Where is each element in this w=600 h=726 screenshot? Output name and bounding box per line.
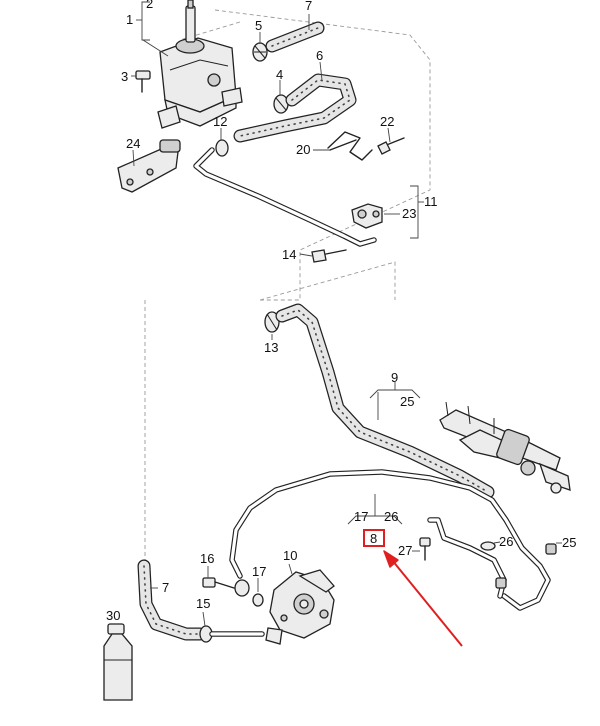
seal-ring-17[interactable]: [234, 579, 264, 607]
bolt-27[interactable]: [419, 537, 431, 561]
callout-14: 14: [282, 247, 296, 262]
callout-1: 1: [126, 12, 133, 27]
clamp-4[interactable]: [273, 94, 289, 114]
callout-7-upper: 7: [305, 0, 312, 13]
clamp-12[interactable]: [215, 139, 229, 157]
hose-7-lower[interactable]: [137, 559, 207, 641]
callout-15: 15: [196, 596, 210, 611]
hose-7-upper[interactable]: [265, 21, 325, 53]
callout-30: 30: [106, 608, 120, 623]
callout-25-upper: 25: [400, 394, 414, 409]
callout-27: 27: [398, 543, 412, 558]
callout-17-upper: 17: [354, 509, 368, 524]
clamp-13[interactable]: [264, 311, 280, 333]
callout-3: 3: [121, 69, 128, 84]
bolt-16[interactable]: [202, 577, 235, 589]
callout-26-upper: 26: [384, 509, 398, 524]
callout-6: 6: [316, 48, 323, 63]
callout-5: 5: [255, 18, 262, 33]
fluid-bottle-30[interactable]: [103, 623, 133, 701]
callout-9: 9: [391, 370, 398, 385]
callout-labels: 1 2 3 5 7 6 4 12 22 24 20 11 23 14 13 9 …: [106, 0, 576, 623]
callout-13: 13: [264, 340, 278, 355]
clip-20[interactable]: [327, 131, 373, 161]
steering-rack[interactable]: [439, 401, 571, 494]
callout-2: 2: [146, 0, 153, 11]
callout-24: 24: [126, 136, 140, 151]
hose-6[interactable]: [233, 73, 357, 143]
pressure-pipe-8[interactable]: [229, 469, 557, 611]
callout-8-highlight-box: [363, 529, 385, 547]
screw-14[interactable]: [311, 249, 347, 263]
callout-23: 23: [402, 206, 416, 221]
callout-26-lower: 26: [499, 534, 513, 549]
callout-8: 8: [370, 531, 377, 546]
holder-23[interactable]: [351, 203, 383, 229]
seal-ring-26[interactable]: [480, 541, 496, 551]
return-pipe-11[interactable]: [193, 147, 377, 247]
callout-25-lower: 25: [562, 535, 576, 550]
clamp-15[interactable]: [199, 625, 265, 643]
reservoir[interactable]: [157, 0, 243, 129]
callout-12: 12: [213, 114, 227, 129]
callout-10: 10: [283, 548, 297, 563]
bracket-24[interactable]: [117, 139, 181, 193]
callout-22: 22: [380, 114, 394, 129]
clamp-5[interactable]: [252, 42, 268, 62]
callout-4: 4: [276, 67, 283, 82]
screw-22[interactable]: [377, 137, 405, 155]
red-arrow-indicator: [383, 550, 463, 647]
callout-16: 16: [200, 551, 214, 566]
callout-17-lower: 17: [252, 564, 266, 579]
leader-lines: [131, 1, 562, 627]
pump-10[interactable]: [265, 569, 335, 645]
callout-20: 20: [296, 142, 310, 157]
callout-7-lower: 7: [162, 580, 169, 595]
hose-9[interactable]: [275, 303, 495, 499]
bolt-3[interactable]: [135, 70, 151, 93]
callout-11: 11: [424, 194, 438, 209]
